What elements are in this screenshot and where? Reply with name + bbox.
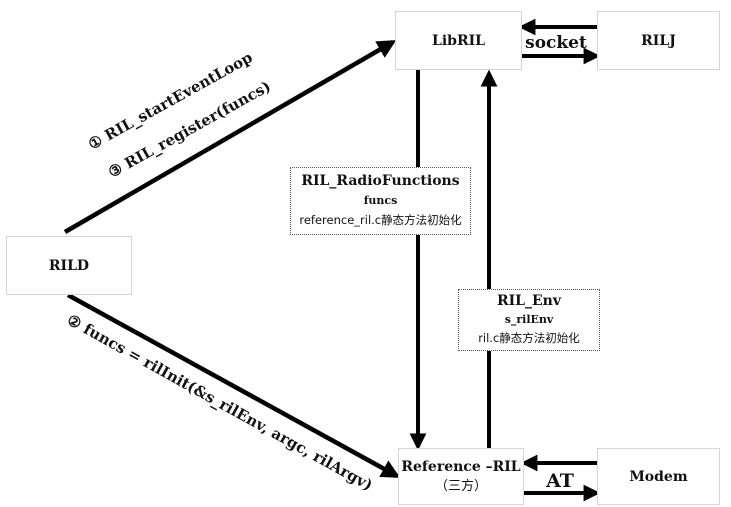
libril-label: LibRIL [432, 32, 485, 49]
ril-env-title: RIL_Env [496, 293, 561, 309]
radio-functions-var: funcs [363, 194, 398, 207]
libril-box: LibRIL [395, 11, 522, 70]
rild-box: RILD [6, 236, 132, 295]
radio-functions-title: RIL_RadioFunctions [301, 173, 460, 189]
ril-env-desc: ril.c静态方法初始化 [478, 331, 580, 345]
reference-ril-sublabel: （三方） [434, 478, 487, 494]
rilj-label: RILJ [641, 32, 676, 49]
ril-init-label: ② funcs = rilInit(&s_rilEnv, argc, rilAr… [64, 311, 376, 495]
reference-ril-label: Reference –RIL [401, 458, 521, 475]
rild-label: RILD [48, 257, 90, 274]
radio-functions-note: RIL_RadioFunctions funcs reference_ril.c… [290, 167, 471, 235]
at-label: AT [545, 470, 574, 492]
ril-env-note: RIL_Env s_rilEnv ril.c静态方法初始化 [458, 289, 600, 351]
ril-env-var: s_rilEnv [504, 313, 554, 326]
arrow-rild-to-libril [63, 40, 397, 234]
modem-box: Modem [597, 448, 720, 505]
reference-ril-box: Reference –RIL （三方） [398, 448, 524, 505]
rilj-box: RILJ [597, 11, 720, 70]
socket-label: socket [525, 33, 587, 53]
radio-functions-desc: reference_ril.c静态方法初始化 [299, 213, 462, 227]
arrow-rild-to-reference-ril [66, 293, 401, 478]
modem-label: Modem [629, 468, 688, 485]
